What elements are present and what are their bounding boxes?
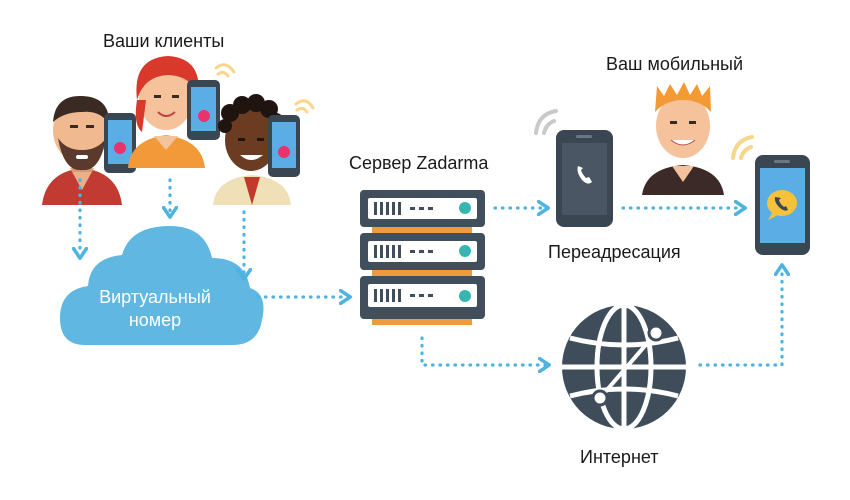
internet-label: Интернет (580, 447, 659, 467)
cloud-label-line1: Виртуальный (99, 287, 211, 307)
arrow-icon-server-to-internet (420, 336, 546, 365)
arrow-icon-internet-to-mobile (698, 268, 782, 367)
cloud-label-line2: номер (128, 310, 182, 330)
client-phone-icon-1 (104, 113, 136, 173)
globe-icon (562, 302, 686, 432)
client-phone-icon-3 (268, 115, 300, 177)
client-signal-icon-3 (294, 99, 315, 114)
client-person-icon-2 (128, 56, 205, 168)
forwarding-phone-icon (556, 130, 613, 227)
forwarding-signal-icon (534, 109, 558, 135)
client-person-icon-1 (42, 95, 122, 205)
server-label: Сервер Zadarma (349, 153, 489, 173)
mobile-label: Ваш мобильный (606, 54, 744, 74)
mobile-signal-icon (731, 135, 754, 160)
mobile-phone-icon (755, 155, 810, 255)
forwarding-label: Переадресация (548, 242, 681, 262)
clients-label: Ваши клиенты (103, 31, 225, 51)
client-phone-icon-2 (187, 80, 220, 140)
cloud-label: Виртуальный номер (80, 286, 230, 332)
mobile-owner-person-icon (642, 82, 724, 195)
arrows (80, 178, 782, 367)
cloud-icon (60, 226, 264, 345)
server-icon (360, 190, 485, 325)
client-signal-icon-2 (214, 63, 236, 78)
